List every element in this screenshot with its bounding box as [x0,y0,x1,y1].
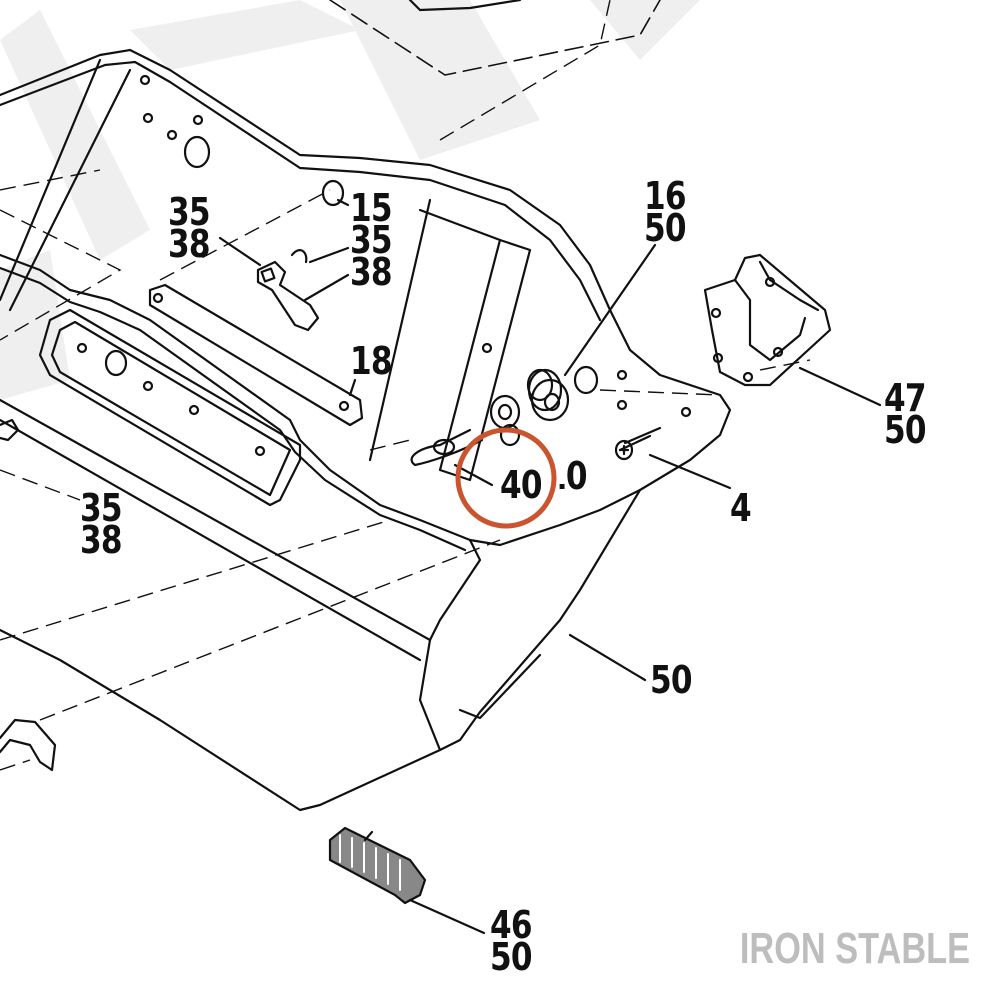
strap-plate [148,283,364,427]
callout-number: 38 [80,518,123,562]
callout-47-50: 47 50 [884,376,927,452]
callout-number: 38 [350,250,393,294]
callout-number: 35 [350,218,393,262]
callout-35-38-lower: 35 38 [80,486,123,562]
callout-number: 4 [730,486,752,530]
callout-number: 10 [545,454,587,498]
callout-number: 50 [490,935,533,979]
inner-panel [38,308,302,507]
callout-35-38-upper: 35 38 [168,190,211,266]
latch-bracket [703,253,832,387]
callout-18: 18 [350,339,393,383]
highlight-circle [455,427,557,529]
callout-number: 46 [490,903,533,947]
callout-number: 47 [884,376,927,420]
callout-number: 15 [350,186,393,230]
callout-46-50: 46 50 [490,903,533,979]
callout-50: 50 [650,658,693,702]
callout-number: 40 [500,463,543,507]
callout-16-50: 16 50 [644,174,687,250]
callout-number: 50 [650,658,693,702]
callout-number: 18 [350,339,393,383]
hinge-arm [256,260,320,332]
callout-number: 16 [644,174,687,218]
watermark-shapes [0,0,700,400]
callout-4: 4 [730,486,752,530]
bag-outline [0,48,732,547]
screw [618,426,662,452]
callout-40: 40 [500,463,543,507]
callout-number: 50 [644,206,687,250]
brand-watermark: IRON STABLE [739,924,970,973]
callout-number: 35 [168,190,211,234]
callout-10: 10 [545,460,587,492]
footrest-rubber [328,826,427,905]
callout-15-35-38: 15 35 38 [350,186,393,294]
callout-number: 35 [80,486,123,530]
callout-number: 50 [884,408,927,452]
callout-number: 38 [168,222,211,266]
